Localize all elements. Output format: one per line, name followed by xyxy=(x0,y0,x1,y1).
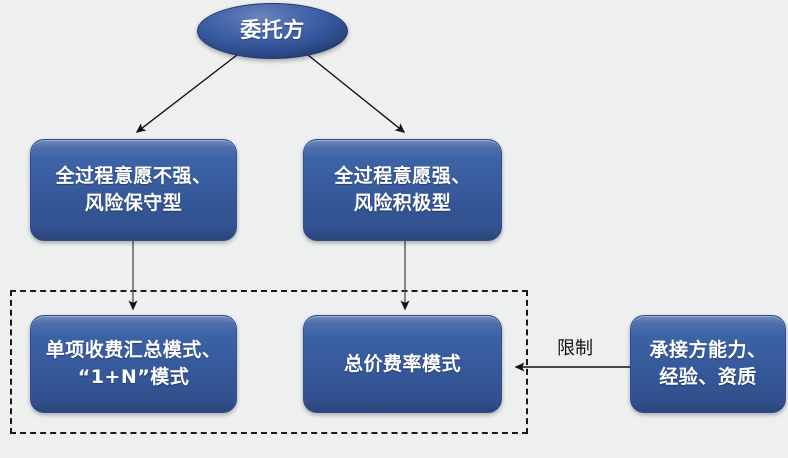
edge-label-restrict: 限制 xyxy=(557,338,593,359)
node-lumpsum-rate-mode-line1: 总价费率模式 xyxy=(343,352,461,375)
edge-client-to-strong xyxy=(307,54,406,133)
node-strong-intent-line2: 风险积极型 xyxy=(353,192,452,214)
node-client[interactable]: 委托方 xyxy=(197,3,348,59)
node-contractor-capability-line1: 承接方能力、 xyxy=(649,339,767,362)
node-itemized-fee-mode-label: 单项收费汇总模式、 “1+N”模式 xyxy=(46,337,222,391)
node-weak-intent-label: 全过程意愿不强、 风险保守型 xyxy=(55,163,211,217)
node-itemized-fee-mode-line1: 单项收费汇总模式、 xyxy=(45,339,222,362)
node-weak-intent-line2: 风险保守型 xyxy=(84,192,183,214)
node-strong-intent[interactable]: 全过程意愿强、 风险积极型 xyxy=(303,139,502,241)
node-strong-intent-line1: 全过程意愿强、 xyxy=(334,165,471,188)
node-weak-intent-line1: 全过程意愿不强、 xyxy=(55,165,212,188)
node-weak-intent[interactable]: 全过程意愿不强、 风险保守型 xyxy=(30,139,237,241)
node-contractor-capability-label: 承接方能力、 经验、资质 xyxy=(649,337,766,391)
node-lumpsum-rate-mode[interactable]: 总价费率模式 xyxy=(303,315,502,413)
edge-client-to-weak xyxy=(135,54,238,133)
node-itemized-fee-mode-line2: “1+N”模式 xyxy=(77,366,190,388)
node-client-label: 委托方 xyxy=(240,18,305,43)
node-lumpsum-rate-mode-label: 总价费率模式 xyxy=(344,351,461,378)
node-strong-intent-label: 全过程意愿强、 风险积极型 xyxy=(334,163,471,217)
node-itemized-fee-mode[interactable]: 单项收费汇总模式、 “1+N”模式 xyxy=(30,315,237,413)
group-frame-pricing-modes xyxy=(10,290,528,434)
node-contractor-capability[interactable]: 承接方能力、 经验、资质 xyxy=(630,315,786,413)
node-contractor-capability-line2: 经验、资质 xyxy=(659,366,757,388)
